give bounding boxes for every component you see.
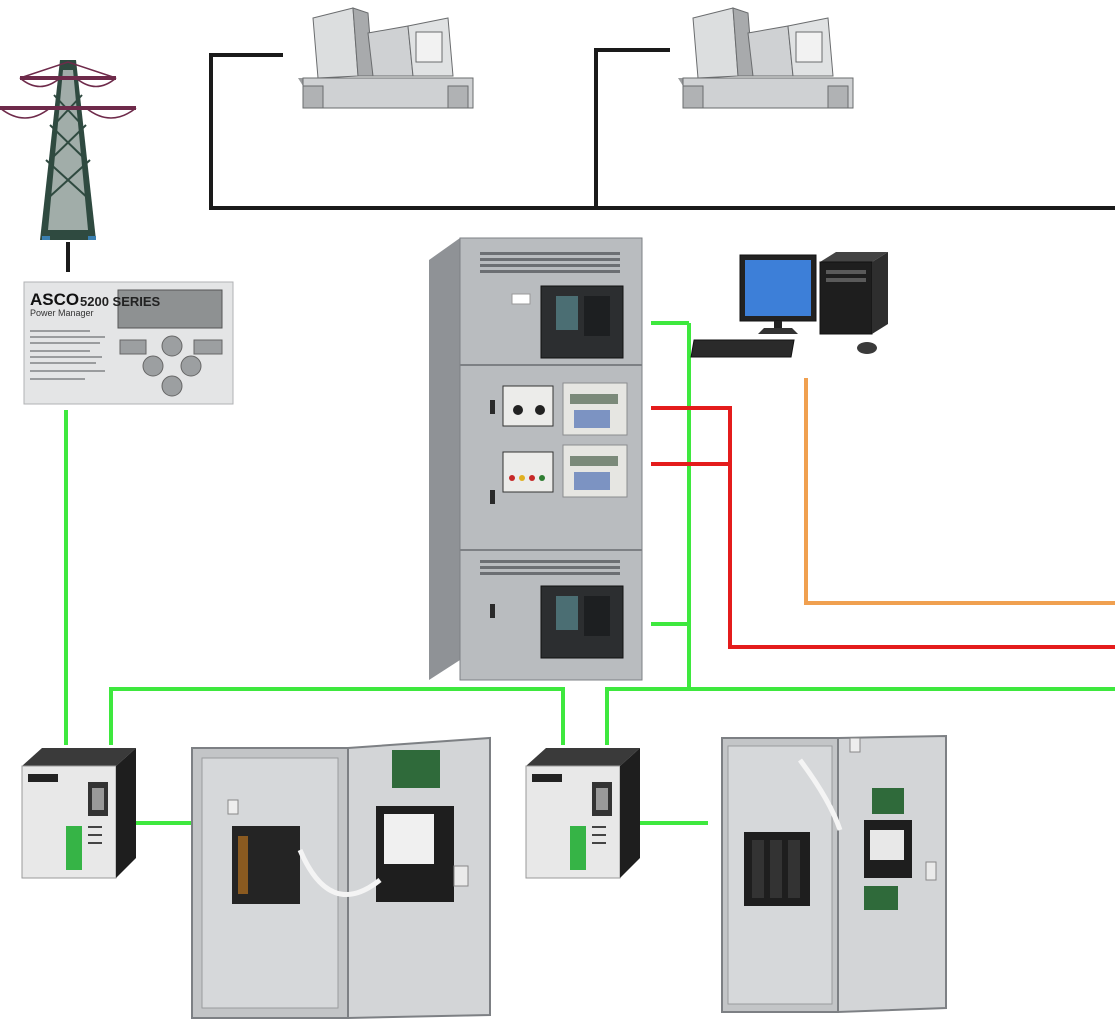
controller-top-link — [651, 408, 1115, 647]
communication-module-icon — [526, 748, 640, 878]
circuit-board — [392, 750, 440, 788]
circuit-board — [872, 788, 904, 814]
panel-nav-left — [143, 356, 163, 376]
panel-brand-label: ASCO — [30, 290, 79, 310]
panel-button-right — [194, 340, 222, 354]
switchgear-cabinet-icon — [429, 238, 642, 680]
mouse — [857, 342, 877, 354]
communication-module-icon — [22, 748, 136, 878]
generator-icon — [678, 8, 853, 108]
module1-to-module2-line — [111, 689, 563, 745]
meter-panel-bottom — [503, 452, 553, 492]
transfer-switch-cabinet-icon — [722, 736, 946, 1012]
transfer-switch-cabinet-icon — [192, 738, 490, 1018]
computer-link-line — [806, 378, 1115, 603]
panel-subtitle-label: Power Manager — [30, 308, 94, 318]
generator-2-drop-line — [596, 50, 670, 208]
breaker-top — [541, 286, 623, 358]
breaker-bottom — [541, 586, 623, 658]
panel-nav-up — [162, 336, 182, 356]
panel-series-label: 5200 SERIES — [80, 294, 160, 309]
desktop-computer-icon — [691, 252, 888, 357]
circuit-board — [864, 886, 898, 910]
generator-icon — [298, 8, 473, 108]
keyboard — [691, 340, 794, 357]
panel-nav-right — [181, 356, 201, 376]
serial-lines — [651, 408, 1115, 647]
panel-nav-down — [162, 376, 182, 396]
transmission-tower-icon — [0, 60, 136, 240]
ethernet-lines — [806, 378, 1115, 603]
panel-button-left — [120, 340, 146, 354]
meter-panel-top — [503, 386, 553, 426]
